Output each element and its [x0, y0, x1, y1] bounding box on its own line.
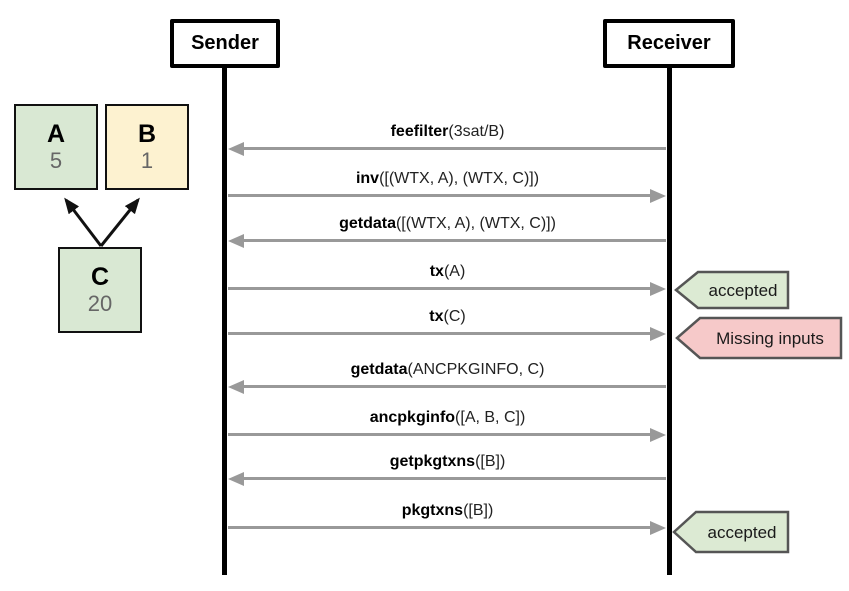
tag-label: Missing inputs — [716, 329, 824, 348]
arrow-head-right-icon — [650, 520, 666, 535]
result-tag-accepted-txA: accepted — [674, 270, 790, 310]
actor-box-receiver: Receiver — [603, 19, 735, 68]
sender-lifeline — [222, 66, 227, 575]
message-tx-C-label: tx(C) — [429, 308, 466, 325]
message-getdata-wtx-label: getdata([(WTX, A), (WTX, C)]) — [339, 215, 556, 232]
tx-node-A-label: A — [46, 119, 66, 148]
result-tag-accepted-pkgtxns: accepted — [672, 510, 790, 554]
message-feefilter-label: feefilter(3sat/B) — [390, 123, 505, 140]
arrow-line — [241, 477, 666, 480]
tx-node-B-label: B — [137, 119, 157, 148]
dag-edge-C-to-B — [99, 197, 140, 247]
receiver-lifeline — [667, 66, 672, 575]
message-pkgtxns-label: pkgtxns([B]) — [401, 502, 494, 519]
message-getdata-wtx: getdata([(WTX, A), (WTX, C)]) — [225, 214, 670, 248]
message-tx-A: tx(A) — [225, 262, 670, 296]
message-inv: inv([(WTX, A), (WTX, C)]) — [225, 169, 670, 203]
tx-node-C-label: C — [90, 262, 110, 291]
dag-edge-C-to-A — [64, 197, 103, 247]
tx-node-C-value: 20 — [87, 291, 113, 317]
arrow-head-left-icon — [228, 141, 244, 156]
message-ancpkginfo-label: ancpkginfo([A, B, C]) — [369, 409, 526, 426]
message-getpkgtxns-label: getpkgtxns([B]) — [389, 453, 506, 470]
tx-node-B: B 1 — [105, 104, 189, 190]
tag-shape — [672, 510, 790, 554]
tx-node-A-value: 5 — [49, 148, 63, 174]
message-feefilter: feefilter(3sat/B) — [225, 122, 670, 156]
tx-node-C: C 20 — [58, 247, 142, 333]
arrow-line — [228, 526, 653, 529]
arrow-line — [241, 147, 666, 150]
arrow-head-right-icon — [650, 281, 666, 296]
arrow-head-right-icon — [650, 427, 666, 442]
arrow-head-left-icon — [228, 471, 244, 486]
arrow-head-left-icon — [228, 379, 244, 394]
tx-node-A: A 5 — [14, 104, 98, 190]
tag-label: accepted — [708, 523, 777, 542]
actor-box-sender: Sender — [170, 19, 280, 68]
arrow-line — [241, 385, 666, 388]
message-inv-label: inv([(WTX, A), (WTX, C)]) — [355, 170, 540, 187]
message-getpkgtxns: getpkgtxns([B]) — [225, 452, 670, 486]
arrow-line — [228, 332, 653, 335]
arrow-head-right-icon — [650, 188, 666, 203]
tag-shape — [674, 270, 790, 310]
message-ancpkginfo: ancpkginfo([A, B, C]) — [225, 408, 670, 442]
message-tx-C: tx(C) — [225, 307, 670, 341]
arrow-line — [228, 287, 653, 290]
tag-shape — [675, 316, 843, 360]
message-getdata-ancpkginfo: getdata(ANCPKGINFO, C) — [225, 360, 670, 394]
message-tx-A-label: tx(A) — [429, 263, 466, 280]
tag-label: accepted — [709, 281, 778, 300]
result-tag-missing-inputs-txC: Missing inputs — [675, 316, 843, 360]
arrow-line — [241, 239, 666, 242]
arrow-line — [228, 433, 653, 436]
message-pkgtxns: pkgtxns([B]) — [225, 501, 670, 535]
message-getdata-ancpkginfo-label: getdata(ANCPKGINFO, C) — [350, 361, 545, 378]
arrow-head-left-icon — [228, 233, 244, 248]
arrow-head-right-icon — [650, 326, 666, 341]
arrow-line — [228, 194, 653, 197]
tx-node-B-value: 1 — [140, 148, 154, 174]
